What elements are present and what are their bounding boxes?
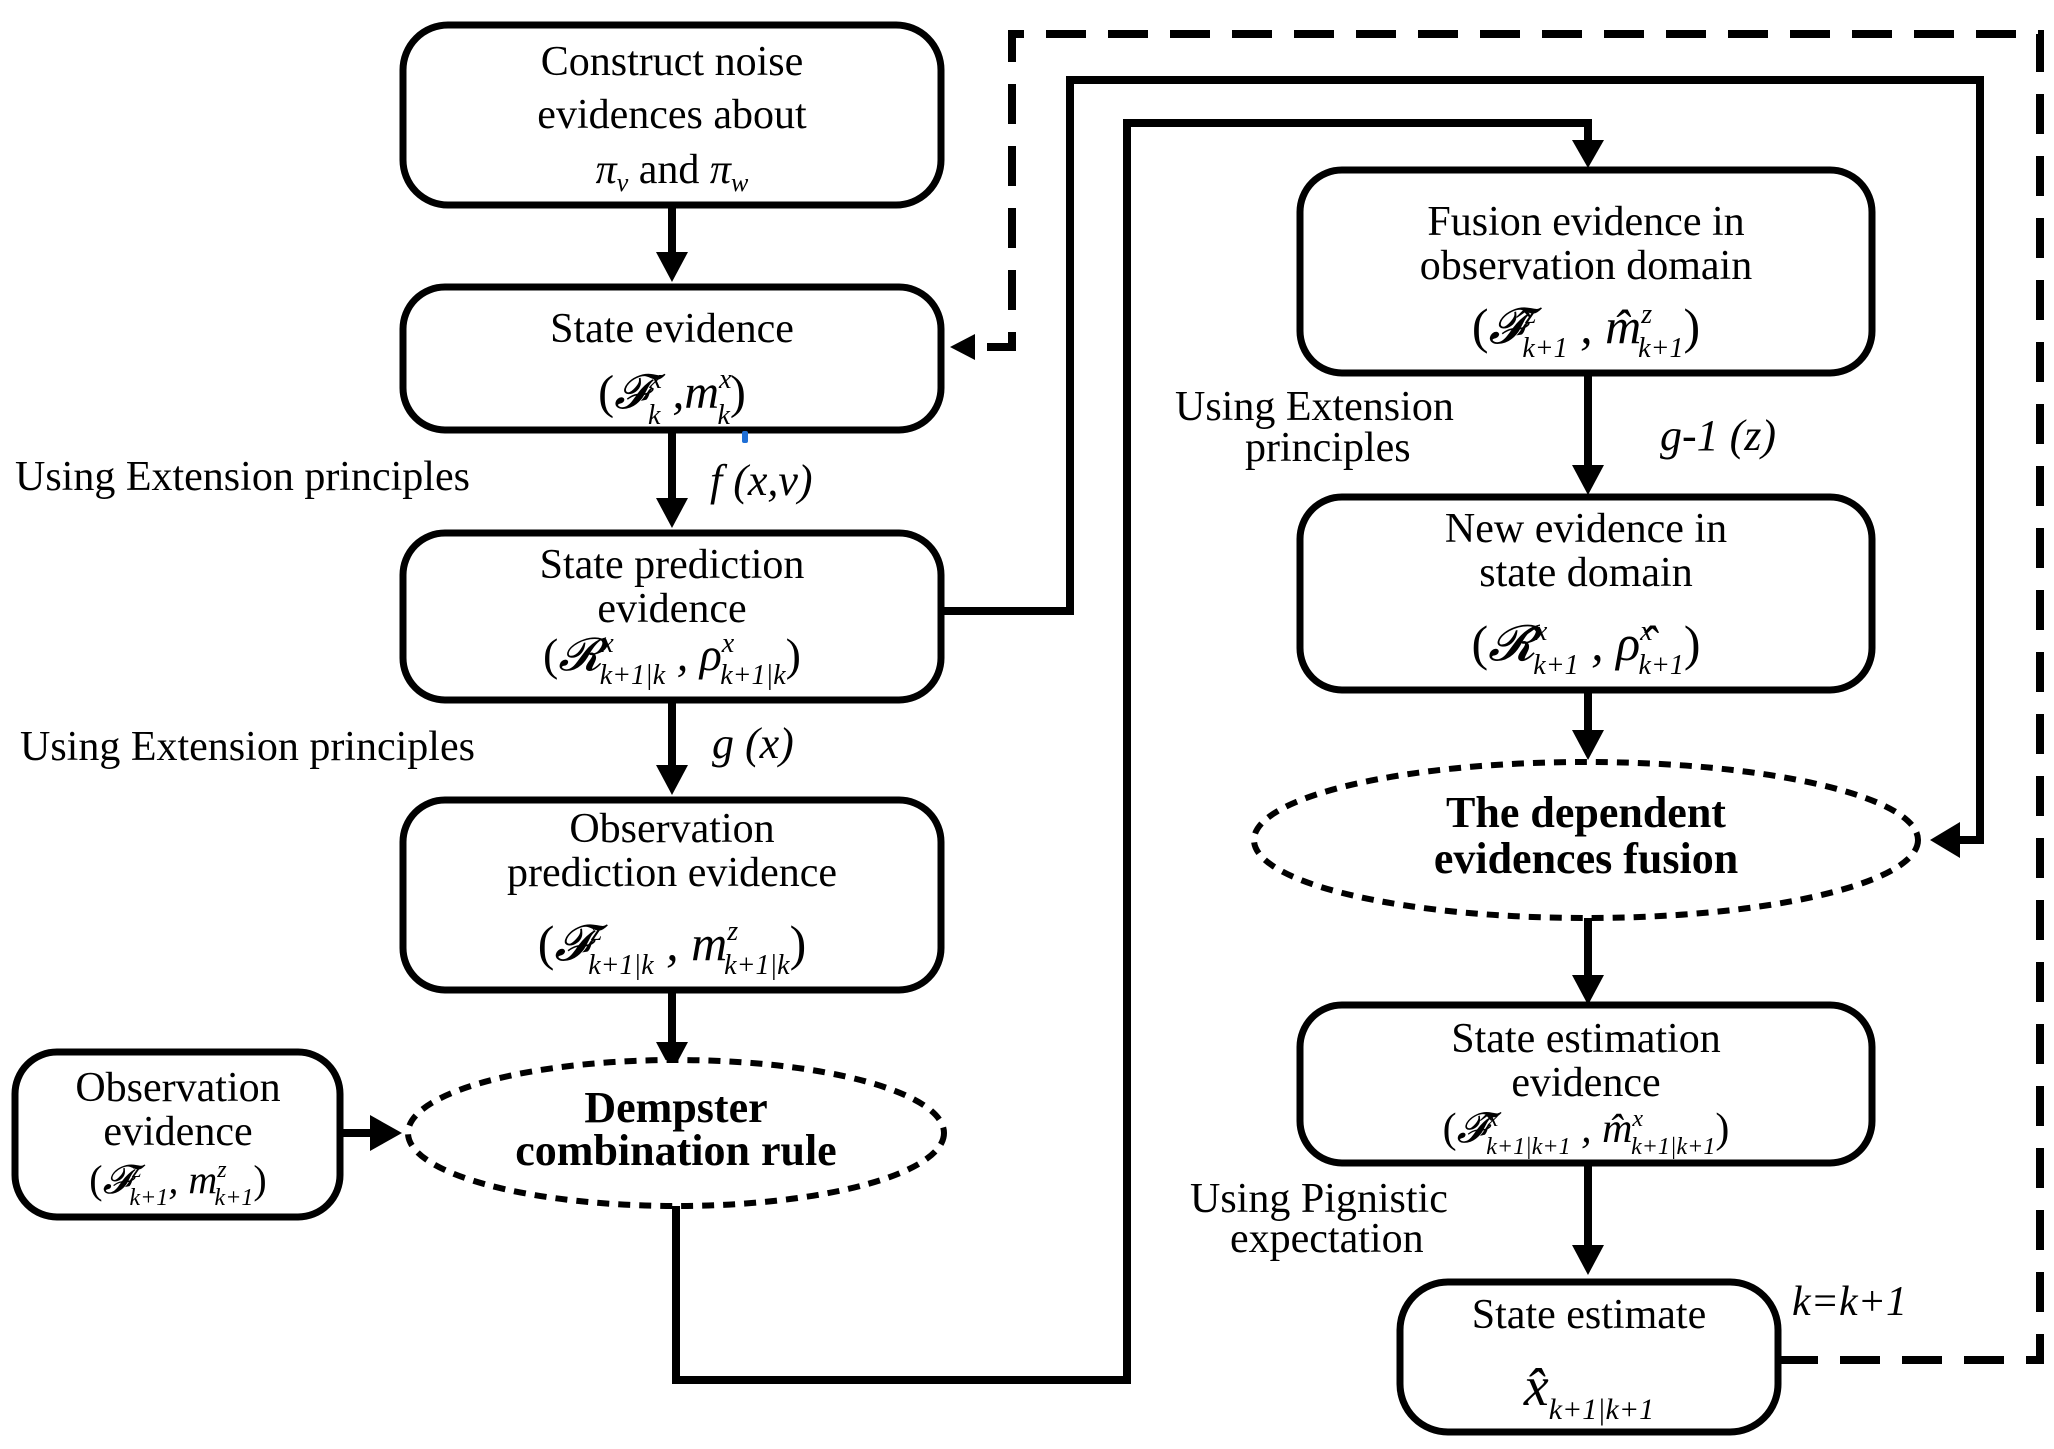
node-line: State evidence [550,306,794,352]
arrow-prediction-to-dependent-fusion [940,76,1984,844]
node-line: State estimate [1472,1292,1706,1338]
arrowhead [1572,1245,1604,1275]
node-line: The dependent [1446,788,1726,837]
node-line: combination rule [515,1126,836,1175]
arrowhead [1572,140,1604,168]
arrowhead [656,1042,688,1072]
arrowhead [1930,822,1960,858]
label-using-extension-3b: principles [1245,425,1411,471]
arrowhead [656,765,688,795]
node-line: State estimation [1451,1016,1720,1062]
node-dependent-fusion: The dependent evidences fusion [1251,759,1921,921]
arrowhead [1572,730,1604,760]
node-fusion-observation: Fusion evidence in observation domain (𝓕… [1296,166,1876,377]
node-line: State prediction [540,542,805,588]
label-f-xv: f (x,v) [710,456,813,505]
node-line: Fusion evidence in [1427,199,1744,245]
label-k-update: k=k+1 [1792,1279,1907,1325]
node-line: evidence [597,586,746,632]
feedback-loop-dashed [975,30,2044,1364]
node-construct-noise: Construct noise evidences about πv and π… [399,21,945,209]
node-line: state domain [1479,550,1692,596]
arrowhead [656,252,688,282]
node-line: evidence [103,1109,252,1155]
label-using-extension-2: Using Extension principles [20,724,475,770]
label-using-extension-1: Using Extension principles [15,454,470,500]
label-using-pignistic: Using Pignistic [1190,1176,1448,1222]
node-line: observation domain [1420,243,1752,289]
arrowhead [950,334,975,360]
node-line: New evidence in [1445,506,1727,552]
label-expectation: expectation [1230,1216,1424,1262]
node-line: Dempster [584,1083,767,1132]
node-state-estimate: State estimate x̂k+1|k+1 [1396,1278,1782,1436]
node-line: Construct noise [541,39,803,85]
node-line: evidences fusion [1434,834,1738,883]
node-line: Observation [569,806,774,852]
arrowhead [1572,975,1604,1005]
node-line: evidence [1511,1060,1660,1106]
arrow-dempster-to-fusion [672,119,1592,1384]
label-using-extension-3: Using Extension [1175,384,1454,430]
noise-symbols: πv and πw [596,147,749,197]
blue-marker [742,431,748,443]
node-dempster: Dempster combination rule [405,1057,947,1209]
arrowhead [1572,465,1604,495]
node-line: prediction evidence [507,850,837,896]
label-g-inverse: g-1 (z) [1660,411,1776,460]
label-g-x: g (x) [712,719,794,768]
state-estimate-math: x̂k+1|k+1 [1523,1356,1654,1426]
arrowhead [656,498,688,528]
arrowhead [370,1115,402,1151]
node-line: Observation [75,1065,280,1111]
node-line: evidences about [537,92,807,138]
